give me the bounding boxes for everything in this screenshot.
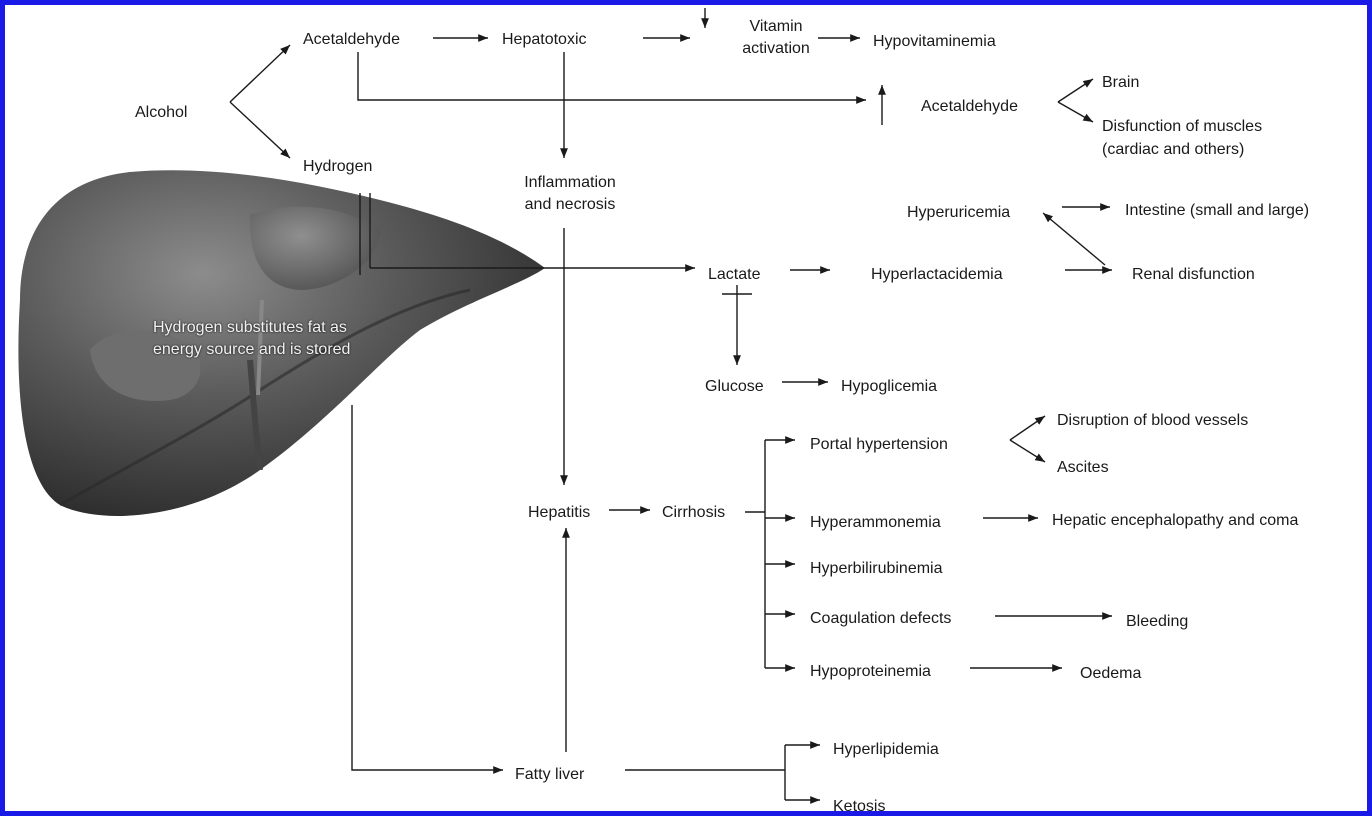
node-hyperbilirubinemia: Hyperbilirubinemia [810,559,943,579]
node-vitamin-activation-line1: Vitamin [749,17,802,37]
node-hydrogen: Hydrogen [303,157,372,177]
connector-line [1010,440,1045,462]
node-disruption-of-vessels: Disruption of blood vessels [1057,411,1248,431]
connector-line [1043,213,1105,265]
node-intestine: Intestine (small and large) [1125,201,1309,221]
node-brain: Brain [1102,73,1139,93]
node-renal-dysfunction: Renal disfunction [1132,265,1255,285]
node-cirrhosis: Cirrhosis [662,503,725,523]
node-muscle-dysfunction-line1: Disfunction of muscles [1102,117,1262,137]
node-ascites: Ascites [1057,458,1109,478]
node-alcohol: Alcohol [135,103,187,123]
node-inflammation-line1: Inflammation [524,173,616,193]
node-acetaldehyde: Acetaldehyde [303,30,400,50]
connector-line [352,405,503,770]
node-hyperammonemia: Hyperammonemia [810,513,941,533]
connector-line [1058,79,1093,102]
connector-line [1010,416,1045,440]
node-hypovitaminemia: Hypovitaminemia [873,32,996,52]
node-inflammation-line2: and necrosis [525,195,616,215]
node-glucose: Glucose [705,377,764,397]
connector-line [358,52,866,100]
node-fatty-liver: Fatty liver [515,765,584,785]
node-hyperlactacidemia: Hyperlactacidemia [871,265,1003,285]
node-hyperuricemia: Hyperuricemia [907,203,1010,223]
node-bleeding: Bleeding [1126,612,1188,632]
node-portal-hypertension: Portal hypertension [810,435,948,455]
node-hepatitis: Hepatitis [528,503,590,523]
node-hepatic-encephalopathy: Hepatic encephalopathy and coma [1052,511,1298,531]
connector-line [230,45,290,102]
node-hypoproteinemia: Hypoproteinemia [810,662,931,682]
node-hypoglicemia: Hypoglicemia [841,377,937,397]
node-lactate: Lactate [708,265,760,285]
node-vitamin-activation-line2: activation [742,39,810,59]
connector-line [230,102,290,158]
node-coagulation-defects: Coagulation defects [810,609,951,629]
node-oedema: Oedema [1080,664,1141,684]
node-hyperlipidemia: Hyperlipidemia [833,740,939,760]
node-ketosis: Ketosis [833,797,885,816]
node-hepatotoxic: Hepatotoxic [502,30,587,50]
node-muscle-dysfunction-line2: (cardiac and others) [1102,140,1244,160]
node-acetaldehyde-effects: Acetaldehyde [921,97,1018,117]
liver-note-line2: energy source and is stored [153,339,350,361]
connector-line [1058,102,1093,122]
liver-note-line1: Hydrogen substitutes fat as [153,317,347,339]
